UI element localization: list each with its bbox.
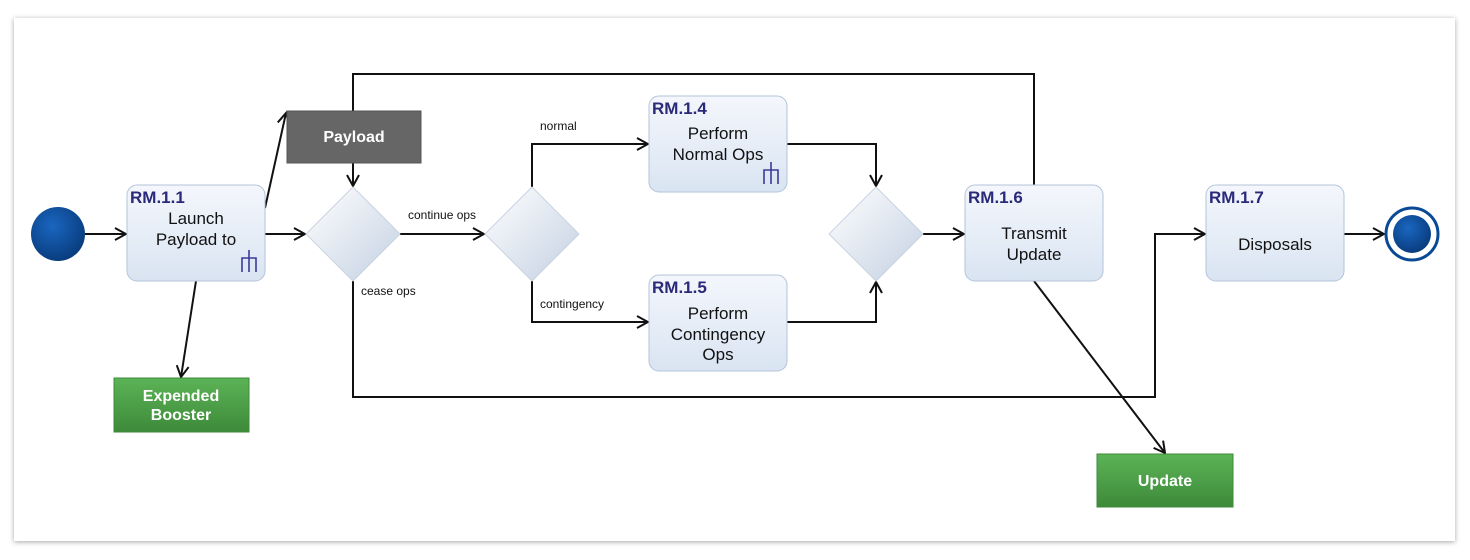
activity-rm-1-7[interactable]: RM.1.7 Disposals xyxy=(1205,184,1345,282)
edges xyxy=(85,73,1384,453)
merge-node[interactable] xyxy=(828,186,924,282)
object-expended-booster[interactable]: Expended Booster xyxy=(113,377,250,433)
edge-rm11-to-payload xyxy=(264,113,286,209)
activity-rm-1-1[interactable]: RM.1.1 Launch Payload to xyxy=(126,184,266,282)
edge-rm16-to-update xyxy=(1033,280,1165,453)
activity-label: Update xyxy=(1007,245,1062,264)
activity-id: RM.1.5 xyxy=(652,278,707,297)
edge-rm15-to-merge xyxy=(787,282,876,323)
activity-label: Launch xyxy=(168,209,224,228)
activity-label: Normal Ops xyxy=(673,145,764,164)
activity-rm-1-4[interactable]: RM.1.4 Perform Normal Ops xyxy=(648,95,788,193)
initial-node[interactable] xyxy=(31,207,85,261)
decision-node-1[interactable] xyxy=(305,186,401,282)
activity-id: RM.1.7 xyxy=(1209,188,1264,207)
activity-label: Perform xyxy=(688,304,748,323)
edge-rm11-to-booster xyxy=(181,280,197,377)
activity-label: Perform xyxy=(688,124,748,143)
edge-contingency xyxy=(531,281,648,322)
object-label: Update xyxy=(1138,473,1192,490)
guard-contingency: contingency xyxy=(540,297,604,311)
activity-rm-1-5[interactable]: RM.1.5 Perform Contingency Ops xyxy=(648,274,788,372)
activity-label: Ops xyxy=(702,345,733,364)
guard-continue-ops: continue ops xyxy=(408,208,476,222)
activity-label: Contingency xyxy=(671,325,766,344)
edge-cease-ops xyxy=(352,234,1205,398)
activity-id: RM.1.1 xyxy=(130,188,185,207)
decision-node-2[interactable] xyxy=(484,186,580,282)
edge-rm14-to-merge xyxy=(787,143,876,186)
activity-rm-1-6[interactable]: RM.1.6 Transmit Update xyxy=(964,184,1104,282)
activity-label: Disposals xyxy=(1238,235,1312,254)
subactivity-rake-icon xyxy=(763,162,779,184)
guard-cease-ops: cease ops xyxy=(361,284,416,298)
activity-id: RM.1.4 xyxy=(652,99,707,118)
object-payload[interactable]: Payload xyxy=(286,110,422,164)
activity-id: RM.1.6 xyxy=(968,188,1023,207)
activity-label: Transmit xyxy=(1001,224,1067,243)
subactivity-rake-icon xyxy=(241,250,257,272)
activity-label: Payload to xyxy=(156,230,236,249)
object-label: Payload xyxy=(323,129,384,146)
edge-rm16-loop-to-payload xyxy=(352,73,1035,185)
edge-normal xyxy=(531,144,648,187)
object-label: Expended xyxy=(143,388,219,405)
object-update[interactable]: Update xyxy=(1096,453,1234,508)
guard-normal: normal xyxy=(540,119,577,133)
final-node[interactable] xyxy=(1384,206,1440,262)
object-label: Booster xyxy=(151,407,211,424)
